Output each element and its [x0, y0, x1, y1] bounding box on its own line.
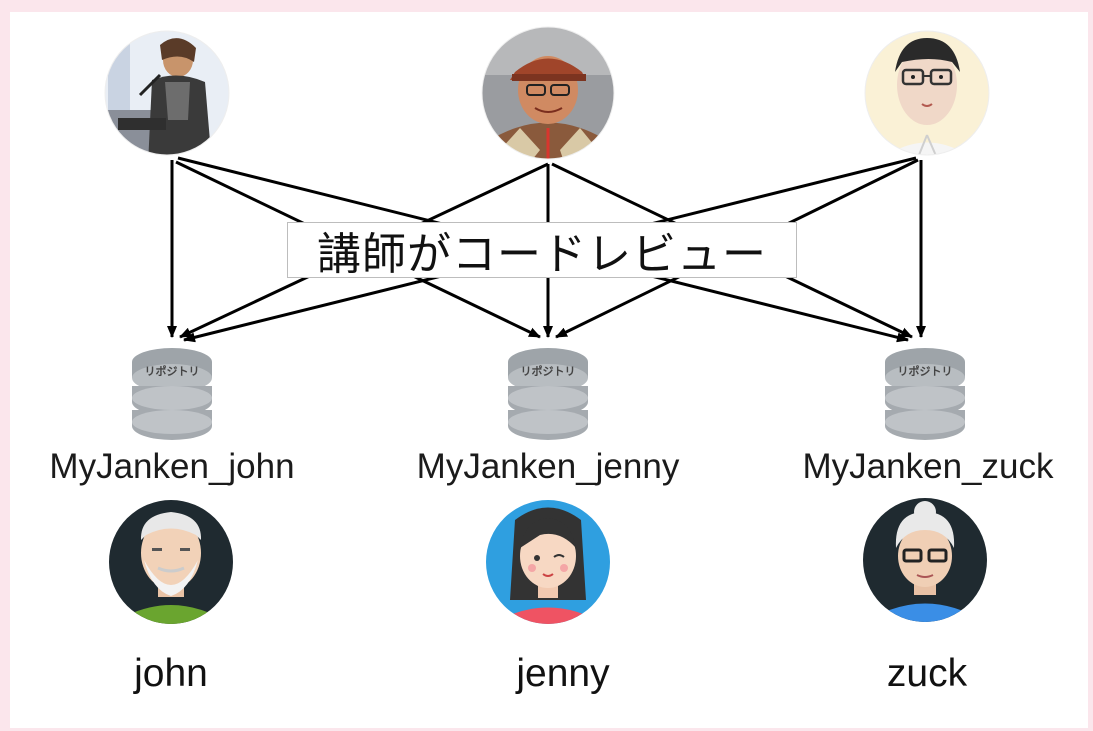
student-name-jenny: jenny: [516, 652, 610, 695]
repository-name-jenny: MyJanken_jenny: [416, 447, 680, 486]
repository-badge-zuck: リポジトリ: [897, 365, 953, 378]
repository-db-icon-jenny: [508, 348, 588, 440]
code-review-banner: 講師がコードレビュー: [287, 222, 797, 280]
repository-db-icon-john: [132, 348, 212, 440]
girl-avatar-icon: [486, 500, 610, 624]
repository-db-icon-zuck: [885, 348, 965, 440]
grandma-avatar-icon: [863, 498, 987, 622]
old-man-avatar-icon: [109, 500, 233, 624]
repository-name-zuck: MyJanken_zuck: [802, 447, 1054, 486]
student-name-zuck: zuck: [886, 652, 968, 695]
student-name-john: john: [134, 652, 208, 695]
repository-name-john: MyJanken_john: [49, 447, 295, 486]
instructor-glasses-icon: [864, 30, 990, 156]
repository-badge-john: リポジトリ: [144, 365, 200, 378]
repository-badge-jenny: リポジトリ: [520, 365, 576, 378]
